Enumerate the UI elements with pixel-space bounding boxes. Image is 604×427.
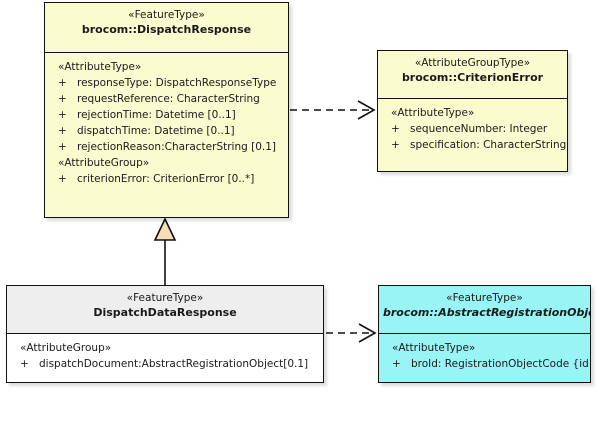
class-stereotype: «FeatureType» (128, 9, 205, 21)
attribute-text: sequenceNumber: Integer (410, 123, 548, 135)
attribute-row: + criterionError: CriterionError [0..*] (49, 171, 284, 187)
attribute-row: + dispatchDocument:AbstractRegistrationO… (11, 356, 319, 372)
class-name: brocom::DispatchResponse (81, 23, 252, 36)
visibility-marker: + (58, 173, 67, 185)
class-stereotype: «FeatureType» (446, 292, 523, 304)
uml-class-dispatch-data-response[interactable]: «FeatureType» DispatchDataResponse «Attr… (6, 285, 324, 383)
attribute-row: + broId: RegistrationObjectCode {id} (383, 356, 590, 372)
attribute-text: rejectionReason:CharacterString [0.1] (77, 141, 277, 153)
class-header: «FeatureType» DispatchDataResponse (7, 286, 323, 334)
generalization-dispatch-data-response-to-dispatch-response (153, 217, 177, 285)
attribute-row: + specification: CharacterString (382, 137, 567, 153)
attribute-text: dispatchTime: Datetime [0..1] (77, 125, 235, 137)
class-name: brocom::CriterionError (401, 71, 544, 84)
attribute-text: dispatchDocument:AbstractRegistrationObj… (39, 358, 309, 370)
attribute-row: + requestReference: CharacterString (49, 91, 284, 107)
attribute-text: requestReference: CharacterString (77, 93, 260, 105)
attribute-row: + dispatchTime: Datetime [0..1] (49, 123, 284, 139)
attribute-text: responseType: DispatchResponseType (77, 77, 277, 89)
visibility-marker: + (58, 125, 67, 137)
visibility-marker: + (58, 77, 67, 89)
attribute-row: + sequenceNumber: Integer (382, 121, 563, 137)
class-name: DispatchDataResponse (93, 306, 237, 319)
attribute-row: + rejectionReason:CharacterString [0.1] (49, 139, 284, 155)
attribute-row: + rejectionTime: Datetime [0..1] (49, 107, 284, 123)
class-attributes: «AttributeType» + responseType: Dispatch… (45, 53, 288, 193)
class-name: brocom::AbstractRegistrationObject (383, 306, 591, 319)
uml-class-dispatch-response[interactable]: «FeatureType» brocom::DispatchResponse «… (44, 2, 289, 218)
visibility-marker: + (20, 358, 29, 370)
attribute-text: rejectionTime: Datetime [0..1] (77, 109, 236, 121)
visibility-marker: + (58, 109, 67, 121)
attribute-section-label: «AttributeType» (391, 107, 475, 119)
attribute-text: criterionError: CriterionError [0..*] (77, 173, 255, 185)
visibility-marker: + (391, 123, 400, 135)
visibility-marker: + (391, 139, 400, 151)
class-attributes: «AttributeGroup» + dispatchDocument:Abst… (7, 334, 323, 378)
attribute-section-label: «AttributeType» (392, 342, 476, 354)
class-stereotype: «AttributeGroupType» (414, 57, 531, 69)
dependency-dispatch-data-response-to-abstract-registration-object (326, 323, 377, 343)
class-header: «FeatureType» brocom::AbstractRegistrati… (379, 286, 590, 334)
uml-class-abstract-registration-object[interactable]: «FeatureType» brocom::AbstractRegistrati… (378, 285, 591, 383)
visibility-marker: + (58, 93, 67, 105)
attribute-row: + responseType: DispatchResponseType (49, 75, 284, 91)
attribute-text: specification: CharacterString (410, 139, 567, 151)
class-attributes: «AttributeType» + broId: RegistrationObj… (379, 334, 590, 378)
attribute-section-label: «AttributeType» (58, 61, 142, 73)
attribute-text: broId: RegistrationObjectCode {id} (411, 358, 591, 370)
class-header: «AttributeGroupType» brocom::CriterionEr… (378, 51, 567, 99)
class-header: «FeatureType» brocom::DispatchResponse (45, 3, 288, 53)
dependency-dispatch-response-to-criterion-error (290, 100, 376, 120)
class-attributes: «AttributeType» + sequenceNumber: Intege… (378, 99, 567, 159)
visibility-marker: + (392, 358, 401, 370)
attribute-section-label: «AttributeGroup» (58, 157, 150, 169)
attribute-section-label: «AttributeGroup» (20, 342, 112, 354)
class-stereotype: «FeatureType» (126, 292, 204, 304)
visibility-marker: + (58, 141, 67, 153)
uml-class-criterion-error[interactable]: «AttributeGroupType» brocom::CriterionEr… (377, 50, 568, 172)
